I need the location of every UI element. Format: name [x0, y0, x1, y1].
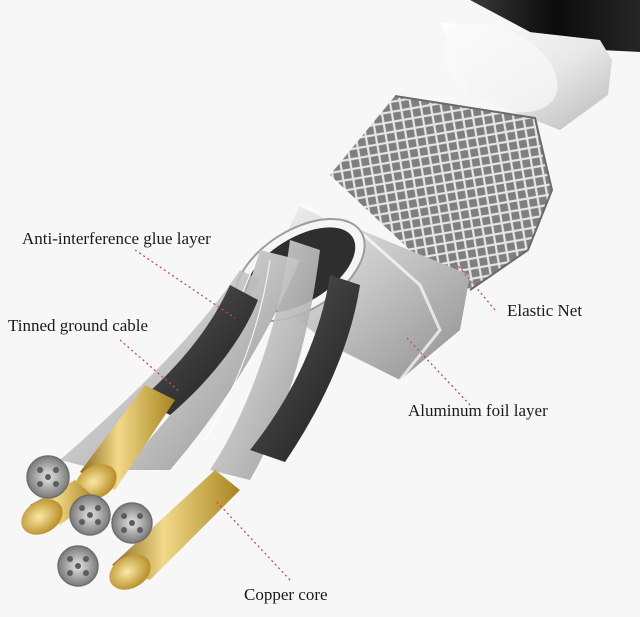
- white-sleeve: [440, 22, 612, 130]
- elastic-net-braid: [330, 95, 554, 291]
- leader-foil-layer: [404, 335, 471, 406]
- leader-glue-layer: [134, 249, 236, 319]
- label-aluminum-foil-layer: Aluminum foil layer: [408, 401, 548, 420]
- leader-lines: [119, 249, 496, 581]
- strand-end-faces: [26, 455, 153, 587]
- label-elastic-net: Elastic Net: [507, 301, 583, 320]
- leader-elastic-net: [454, 261, 496, 311]
- label-anti-interference-glue-layer: Anti-interference glue layer: [22, 229, 211, 248]
- label-copper-core: Copper core: [244, 585, 328, 604]
- leader-copper-core: [214, 499, 291, 581]
- label-tinned-ground-cable: Tinned ground cable: [8, 316, 149, 335]
- leader-ground-cable: [119, 339, 181, 393]
- copper-cores: [21, 385, 240, 590]
- outer-jacket: [470, 0, 640, 52]
